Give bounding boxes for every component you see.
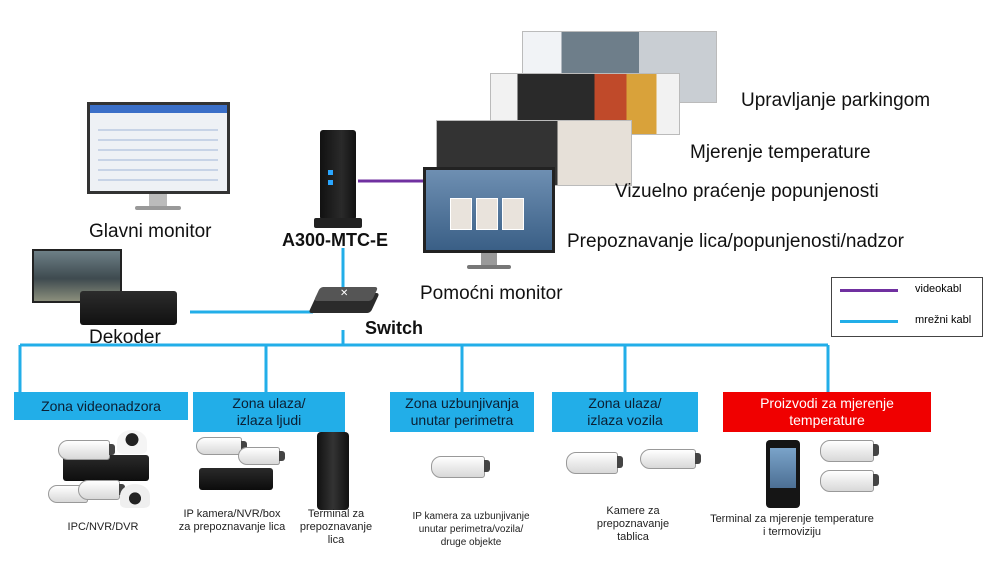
zone-people-entry: Zona ulaza/ izlaza ljudi: [193, 392, 345, 432]
function-temperature: Mjerenje temperature: [690, 142, 871, 163]
aux-monitor-label: Pomoćni monitor: [420, 283, 563, 304]
zone-temperature-products-title: Proizvodi za mjerenje temperature: [760, 395, 894, 428]
zone-4-caption: Kamere za prepoznavanje tablica: [596, 505, 670, 543]
bullet-camera-icon: [78, 480, 125, 500]
switch-label: Switch: [365, 318, 424, 338]
dome-camera-icon: [117, 430, 147, 454]
dome-camera-icon: [120, 484, 150, 508]
face-terminal-icon: [766, 440, 800, 508]
function-face-recognition: Prepoznavanje lica/popunjenosti/nadzor: [567, 231, 904, 252]
main-monitor: [87, 102, 230, 214]
decoder-box-icon: [80, 291, 177, 325]
zone-temperature-products: Proizvodi za mjerenje temperature: [723, 392, 931, 432]
function-parking: Upravljanje parkingom: [741, 90, 931, 111]
legend-video: videokabl: [840, 283, 980, 297]
zone-3-caption: IP kamera za uzbunjivanje unutar perimet…: [412, 511, 530, 548]
bullet-camera-icon: [820, 470, 879, 492]
dashboard-header: [90, 105, 227, 113]
zone-2-caption-terminal: Terminal za prepoznavanje lica: [299, 508, 373, 546]
server-tower-icon: [314, 130, 362, 230]
zone-vehicle-entry: Zona ulaza/ izlaza vozila: [552, 392, 698, 432]
bullet-camera-icon: [238, 447, 285, 465]
nvr-box-icon: [199, 468, 273, 490]
bullet-camera-icon: [431, 456, 490, 478]
zone-5-caption: Terminal za mjerenje temperature i termo…: [710, 513, 874, 538]
legend-network: mrežni kabl: [840, 314, 980, 328]
aux-monitor: [423, 167, 555, 275]
network-switch-icon: ✕: [308, 285, 380, 319]
function-occupancy: Vizuelno praćenje popunjenosti: [615, 181, 879, 202]
zone-perimeter-alarm: Zona uzbunjivanja unutar perimetra: [390, 392, 534, 432]
zone-2-caption-camera: IP kamera/NVR/box za prepoznavanje lica: [178, 508, 286, 533]
zone-video-surveillance: Zona videonadzora: [14, 392, 188, 420]
zone-vehicle-entry-title: Zona ulaza/ izlaza vozila: [587, 395, 663, 428]
bullet-camera-icon: [820, 440, 879, 462]
zone-people-entry-title: Zona ulaza/ izlaza ljudi: [232, 395, 306, 428]
legend: videokabl mrežni kabl: [831, 277, 983, 337]
network-cables: [18, 248, 830, 392]
bullet-camera-icon: [640, 449, 701, 469]
decoder: [32, 249, 177, 329]
main-monitor-label: Glavni monitor: [89, 221, 212, 242]
bullet-camera-icon: [58, 440, 115, 460]
face-terminal-icon: [317, 432, 349, 510]
decoder-label: Dekoder: [89, 327, 161, 348]
server-label: A300-MTC-E: [282, 230, 389, 250]
zone-1-caption: IPC/NVR/DVR: [67, 521, 139, 533]
bullet-camera-icon: [196, 437, 247, 455]
bullet-camera-icon: [566, 452, 623, 474]
zone-perimeter-alarm-title: Zona uzbunjivanja unutar perimetra: [405, 395, 519, 428]
